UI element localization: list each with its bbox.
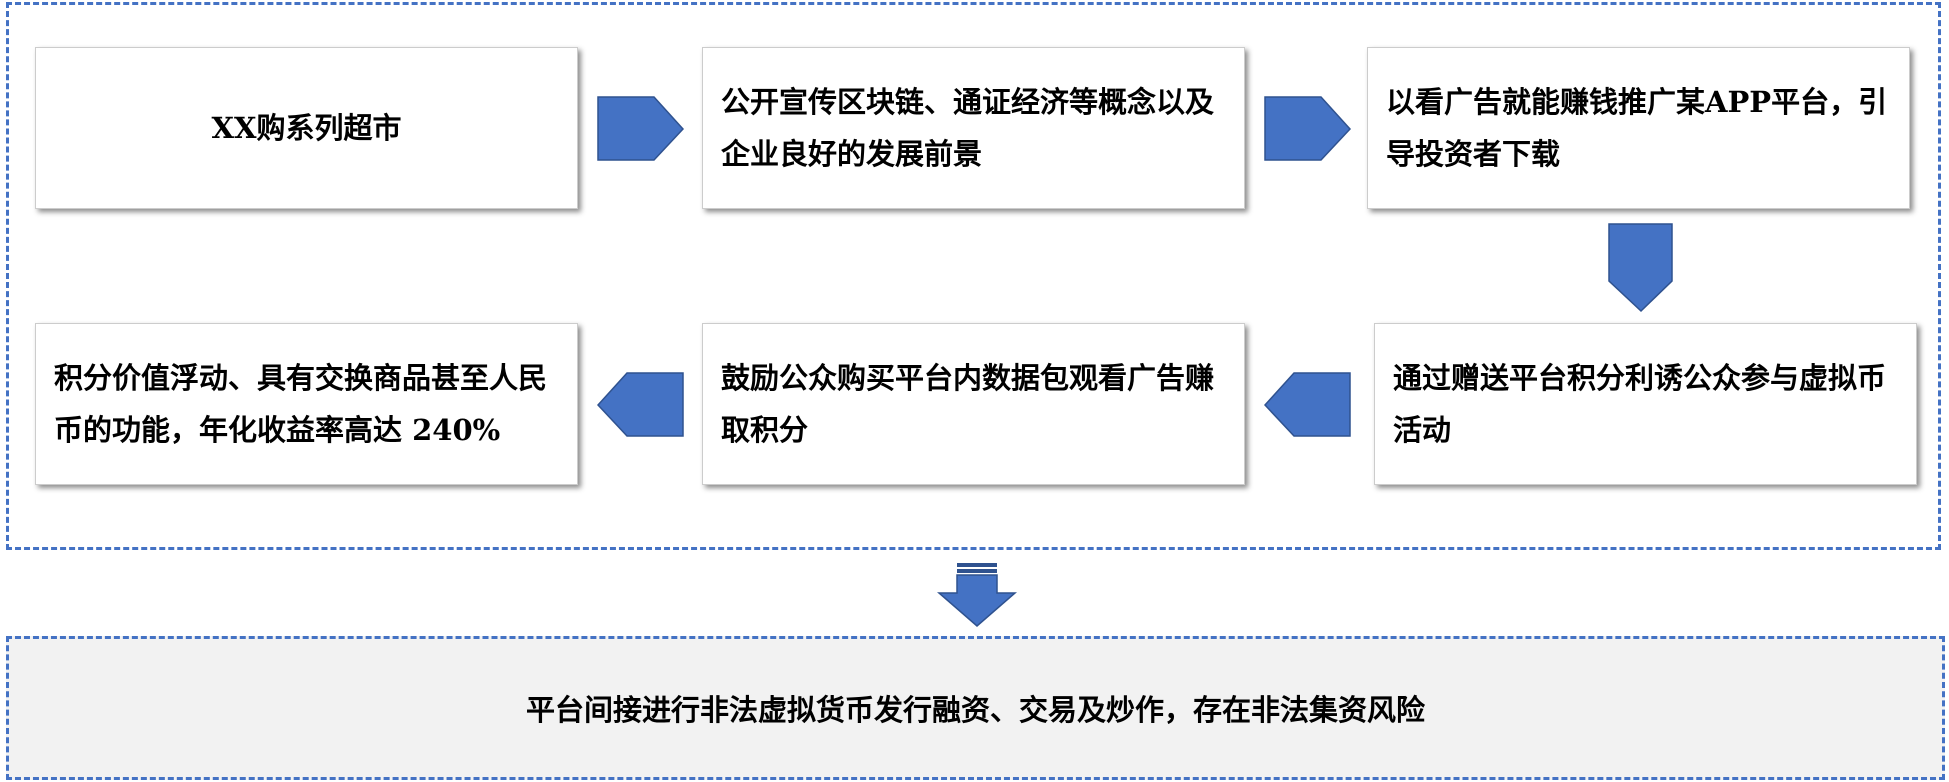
arrow-left-icon: [1264, 372, 1351, 437]
step-5-box: 鼓励公众购买平台内数据包观看广告赚取积分: [702, 323, 1245, 485]
arrow-down-icon: [937, 563, 1017, 627]
process-group-frame: [6, 2, 1941, 550]
arrow-right-icon: [1264, 96, 1352, 161]
step-3-box: 以看广告就能赚钱推广某APP平台，引导投资者下载: [1367, 47, 1910, 209]
step-6-box: 积分价值浮动、具有交换商品甚至人民币的功能，年化收益率高达 240%: [35, 323, 578, 485]
step-1-text: XX购系列超市: [211, 111, 402, 145]
arrow-left-icon: [597, 372, 684, 437]
step-2-text: 公开宣传区块链、通证经济等概念以及企业良好的发展前景: [721, 85, 1215, 171]
step-2-box: 公开宣传区块链、通证经济等概念以及企业良好的发展前景: [702, 47, 1245, 209]
step-4-text: 通过赠送平台积分利诱公众参与虚拟币活动: [1393, 361, 1887, 447]
step-5-text: 鼓励公众购买平台内数据包观看广告赚取积分: [721, 361, 1215, 447]
step-1-box: XX购系列超市: [35, 47, 578, 209]
arrow-down-icon: [1608, 223, 1673, 313]
step-4-box: 通过赠送平台积分利诱公众参与虚拟币活动: [1374, 323, 1917, 485]
conclusion-box: 平台间接进行非法虚拟货币发行融资、交易及炒作，存在非法集资风险: [6, 636, 1945, 780]
conclusion-text: 平台间接进行非法虚拟货币发行融资、交易及炒作，存在非法集资风险: [525, 693, 1425, 727]
arrow-right-icon: [597, 96, 685, 161]
step-6-text: 积分价值浮动、具有交换商品甚至人民币的功能，年化收益率高达 240%: [54, 361, 548, 447]
step-3-text: 以看广告就能赚钱推广某APP平台，引导投资者下载: [1386, 85, 1888, 171]
